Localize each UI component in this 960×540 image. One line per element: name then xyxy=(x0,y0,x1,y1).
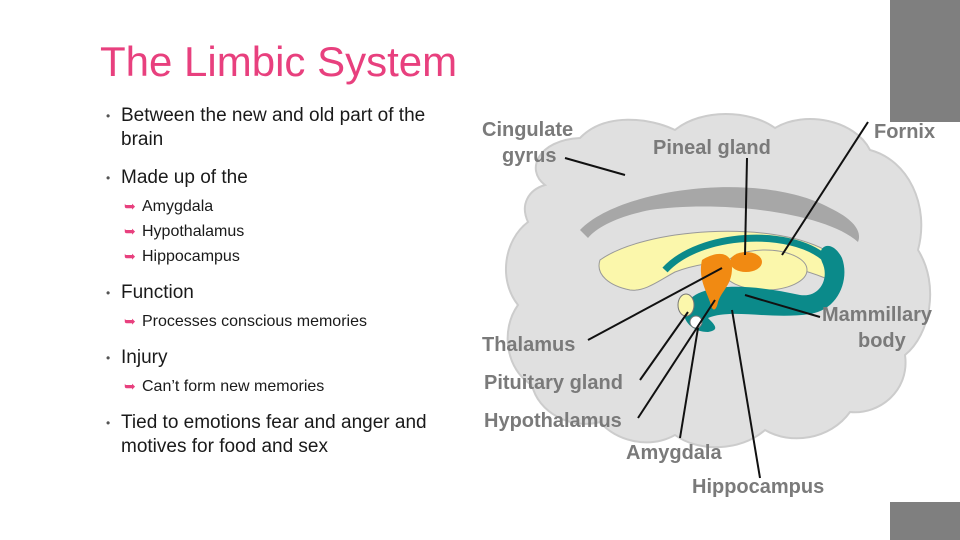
bullet-dot-icon: • xyxy=(106,416,111,430)
pineal-gland-shape xyxy=(730,252,762,272)
leader-lines xyxy=(564,121,869,479)
label-hippocampus: Hippocampus xyxy=(692,476,824,498)
label-body: body xyxy=(858,330,907,352)
label-hypothalamus: Hypothalamus xyxy=(484,410,622,432)
leader-line xyxy=(564,157,626,176)
sub-bullet-text: Hippocampus xyxy=(142,248,240,265)
sub-bullet-text: Processes conscious memories xyxy=(142,313,367,330)
sub-bullet-text: Hypothalamus xyxy=(142,223,245,240)
leader-line xyxy=(744,157,748,256)
label-gyrus: gyrus xyxy=(502,145,556,167)
bullet-dot-icon: • xyxy=(106,286,111,300)
label-pituitary-gland: Pituitary gland xyxy=(484,372,623,394)
curved-arrow-icon: ➥ xyxy=(124,223,136,239)
hypothalamus-shape xyxy=(700,253,732,310)
bullet-text: Tied to emotions fear and anger and moti… xyxy=(121,412,427,457)
leader-line xyxy=(781,121,869,256)
label-mammillary: Mammillary xyxy=(822,304,933,326)
curved-arrow-icon: ➥ xyxy=(124,378,136,394)
sub-bullet-item: ➥ Hypothalamus xyxy=(124,219,466,244)
bullet-item: • Injury xyxy=(106,346,466,370)
sub-bullet-list: ➥ Processes conscious memories xyxy=(124,309,466,334)
bullet-list: • Between the new and old part of the br… xyxy=(106,104,466,473)
sub-bullet-item: ➥ Processes conscious memories xyxy=(124,309,466,334)
sub-bullet-list: ➥ Can’t form new memories xyxy=(124,374,466,399)
sub-bullet-item: ➥ Can’t form new memories xyxy=(124,374,466,399)
label-thalamus: Thalamus xyxy=(482,334,575,356)
bullet-dot-icon: • xyxy=(106,109,111,123)
bullet-item: • Tied to emotions fear and anger and mo… xyxy=(106,411,466,459)
bullet-text: Made up of the xyxy=(121,167,248,188)
pituitary-shape xyxy=(677,293,695,317)
leader-line xyxy=(587,267,723,341)
leader-line xyxy=(639,311,689,381)
bullet-dot-icon: • xyxy=(106,171,111,185)
leader-line xyxy=(637,299,716,419)
hippocampus-shape xyxy=(683,245,845,332)
decorative-bar-bottom xyxy=(890,502,960,540)
bullet-text: Function xyxy=(121,282,194,303)
bullet-dot-icon: • xyxy=(106,351,111,365)
bullet-item: • Between the new and old part of the br… xyxy=(106,104,466,152)
sub-bullet-text: Can’t form new memories xyxy=(142,378,325,395)
leader-line xyxy=(679,327,699,439)
leader-line xyxy=(744,294,821,318)
label-amygdala: Amygdala xyxy=(626,442,722,464)
limbic-system-diagram: Cingulate gyrus Pineal gland Fornix Mamm… xyxy=(482,113,935,498)
cingulate-gyrus-shape xyxy=(580,187,860,242)
curved-arrow-icon: ➥ xyxy=(124,198,136,214)
sub-bullet-list: ➥ Amygdala ➥ Hypothalamus ➥ Hippocampus xyxy=(124,194,466,269)
bullet-item: • Made up of the xyxy=(106,166,466,190)
sub-bullet-item: ➥ Amygdala xyxy=(124,194,466,219)
sub-bullet-item: ➥ Hippocampus xyxy=(124,244,466,269)
slide-title: The Limbic System xyxy=(100,38,458,85)
label-fornix: Fornix xyxy=(874,121,935,143)
curved-arrow-icon: ➥ xyxy=(124,313,136,329)
curved-arrow-icon: ➥ xyxy=(124,248,136,264)
sub-bullet-text: Amygdala xyxy=(142,198,214,215)
leader-line xyxy=(731,309,761,479)
decorative-bar-top xyxy=(890,0,960,122)
bullet-text: Injury xyxy=(121,347,168,368)
bullet-item: • Function xyxy=(106,281,466,305)
label-pineal-gland: Pineal gland xyxy=(653,137,771,159)
label-cingulate: Cingulate xyxy=(482,119,573,141)
bullet-text: Between the new and old part of the brai… xyxy=(121,105,426,150)
